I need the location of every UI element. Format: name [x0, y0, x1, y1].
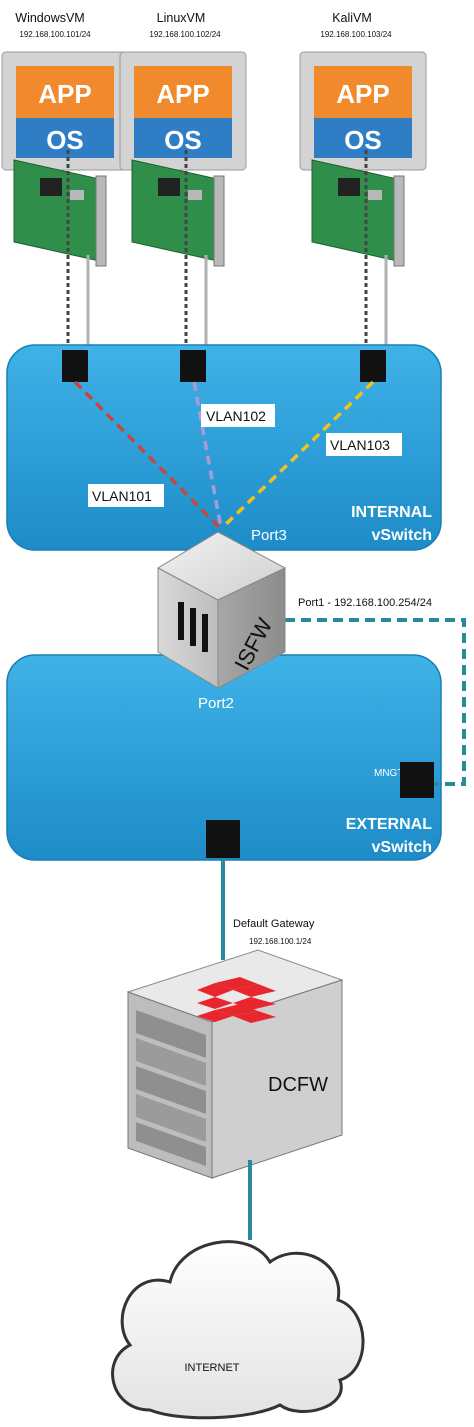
gateway-label: Default Gateway — [233, 918, 315, 930]
internal-switch-label: INTERNAL — [351, 504, 432, 521]
app-layer-label: APP — [336, 79, 389, 109]
vlan101-link — [73, 380, 222, 530]
app-layer-label: APP — [38, 79, 91, 109]
dcfw-firewall-icon[interactable]: DCFW — [126, 949, 344, 1179]
internal-switch-label-2: vSwitch — [372, 527, 432, 544]
os-layer-label: OS — [46, 125, 84, 155]
vlan102-link — [192, 381, 223, 529]
switch-port-icon[interactable] — [180, 350, 206, 382]
switch-port-icon[interactable] — [360, 350, 386, 382]
blade-slots — [136, 1010, 206, 1166]
vm-ip-windows: 192.168.100.101/24 — [19, 30, 91, 39]
vlan102-label: VLAN102 — [206, 408, 266, 424]
vm-ip-linux: 192.168.100.102/24 — [149, 30, 221, 39]
network-card-icon — [311, 159, 405, 267]
network-card-icon — [13, 159, 107, 267]
gateway-ip: 192.168.100.1/24 — [249, 937, 312, 946]
vm-ip-kali: 192.168.100.103/24 — [320, 30, 392, 39]
port3-label: Port3 — [251, 527, 287, 544]
internet-cloud-icon[interactable]: INTERNET — [111, 1240, 365, 1420]
vm-linux[interactable]: APP OS — [119, 51, 247, 267]
vm-title-linux: LinuxVM — [157, 11, 206, 25]
internet-label: INTERNET — [185, 1362, 240, 1374]
vm-windows[interactable]: APP OS — [1, 51, 129, 267]
switch-port-icon[interactable] — [206, 820, 240, 858]
mngt-port-icon[interactable] — [400, 762, 434, 798]
external-switch-label: EXTERNAL — [346, 816, 432, 833]
isfw-firewall-icon[interactable]: ISFW — [156, 531, 287, 689]
fortinet-logo-icon — [197, 977, 276, 1023]
network-card-icon — [131, 159, 225, 267]
vlan103-link — [220, 380, 375, 530]
vlan103-label: VLAN103 — [330, 437, 390, 453]
external-switch-label-2: vSwitch — [372, 839, 432, 856]
app-layer-label: APP — [156, 79, 209, 109]
switch-port-icon[interactable] — [62, 350, 88, 382]
port2-label: Port2 — [198, 695, 234, 712]
vm-title-kali: KaliVM — [332, 11, 372, 25]
vm-title-windows: WindowsVM — [15, 11, 84, 25]
isfw-port1-link — [285, 618, 466, 786]
dcfw-label: DCFW — [268, 1074, 328, 1096]
vm-kali[interactable]: APP OS — [299, 51, 427, 267]
vlan101-label: VLAN101 — [92, 488, 152, 504]
os-layer-label: OS — [344, 125, 382, 155]
os-layer-label: OS — [164, 125, 202, 155]
mngt-label: MNGT — [374, 768, 403, 779]
isfw-port1-label: Port1 - 192.168.100.254/24 — [298, 597, 432, 609]
vm-uplink-cables — [66, 150, 388, 345]
